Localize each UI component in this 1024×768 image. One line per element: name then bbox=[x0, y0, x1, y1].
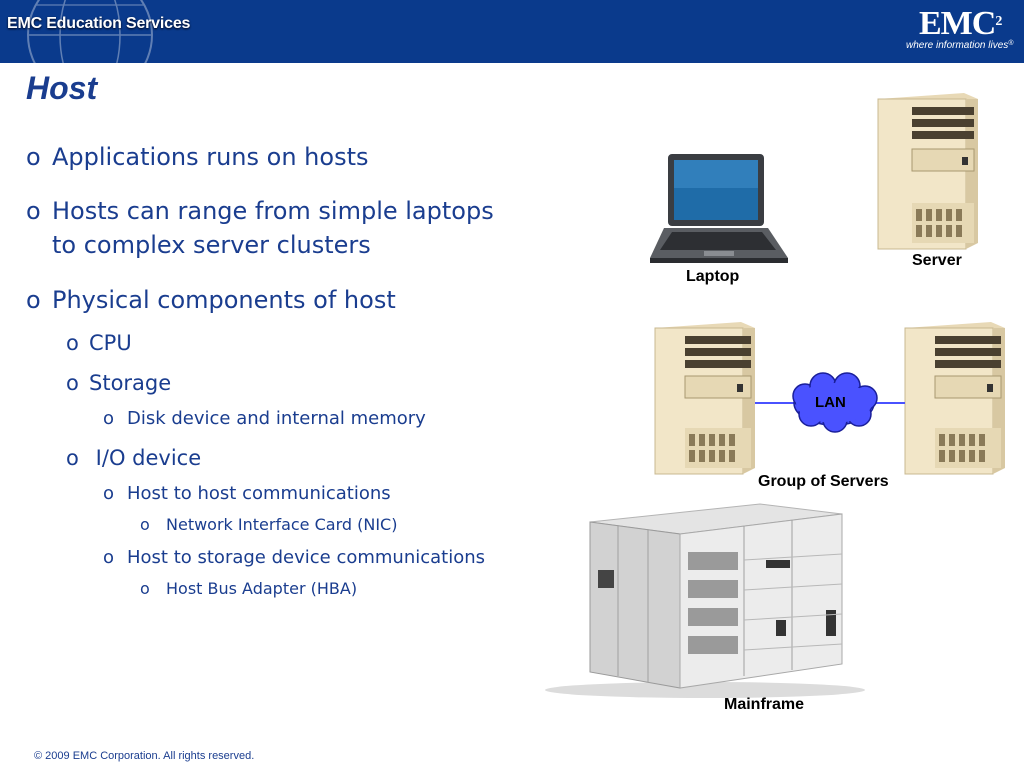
bullet-item: o I/O device bbox=[66, 444, 201, 472]
bullet-marker: o bbox=[103, 483, 115, 504]
lan-label: LAN bbox=[815, 394, 846, 411]
bullet-marker: o bbox=[66, 331, 79, 355]
bullet-marker: o bbox=[26, 286, 41, 314]
laptop-caption: Laptop bbox=[686, 268, 740, 285]
bullet-text: Network Interface Card (NIC) bbox=[166, 515, 398, 534]
logo-text: EMC bbox=[919, 5, 996, 42]
bullet-item: o Storage bbox=[66, 369, 171, 397]
bullet-marker: o bbox=[66, 446, 79, 470]
registered-mark: ® bbox=[1008, 40, 1014, 47]
bullet-item: o Host Bus Adapter (HBA) bbox=[140, 578, 357, 600]
header-bar: EMC Education Services EMC2 where inform… bbox=[0, 0, 1024, 63]
bullet-text: Applications runs on hosts bbox=[52, 143, 369, 171]
bullet-marker: o bbox=[140, 515, 150, 534]
bullet-item: o Physical components of host bbox=[26, 283, 396, 317]
mainframe-icon bbox=[545, 503, 865, 698]
server-caption: Server bbox=[912, 252, 962, 269]
bullet-marker: o bbox=[103, 408, 115, 429]
bullet-marker: o bbox=[26, 197, 41, 225]
logo-superscript: 2 bbox=[995, 14, 1002, 29]
bullet-text: Physical components of host bbox=[52, 286, 396, 314]
bullet-marker: o bbox=[66, 371, 79, 395]
server-icon bbox=[904, 322, 1005, 475]
bullet-text: Host Bus Adapter (HBA) bbox=[166, 579, 358, 598]
bullet-item: o Host to host communications bbox=[103, 482, 391, 506]
bullet-marker: o bbox=[103, 547, 115, 568]
tagline-text: where information lives bbox=[906, 40, 1009, 51]
slide-title: Host bbox=[26, 70, 98, 106]
bullet-item: o Disk device and internal memory bbox=[103, 407, 426, 431]
bullet-item: o CPU bbox=[66, 329, 132, 357]
globe-icon bbox=[27, 0, 153, 63]
bullet-marker: o bbox=[140, 579, 150, 598]
bullet-item: o Hosts can range from simple laptops to … bbox=[26, 194, 506, 262]
bullet-text: Disk device and internal memory bbox=[127, 408, 426, 429]
bullet-item: o Host to storage device communications bbox=[103, 546, 485, 570]
copyright-footer: © 2009 EMC Corporation. All rights reser… bbox=[34, 750, 255, 762]
bullet-item: o Applications runs on hosts bbox=[26, 140, 369, 174]
lan-connector bbox=[755, 372, 905, 433]
bullet-text: Storage bbox=[89, 371, 172, 395]
logo-tagline: where information lives® bbox=[906, 40, 1013, 51]
bullet-text: Host to host communications bbox=[127, 483, 391, 504]
server-icon bbox=[654, 322, 755, 475]
bullet-marker: o bbox=[26, 143, 41, 171]
group-of-servers-caption: Group of Servers bbox=[758, 473, 889, 490]
server-icon bbox=[877, 93, 978, 250]
bullet-text: Host to storage device communications bbox=[127, 547, 486, 568]
bullet-text: Hosts can range from simple laptops to c… bbox=[52, 197, 494, 259]
bullet-text: CPU bbox=[89, 331, 132, 355]
bullet-text: I/O device bbox=[89, 446, 202, 470]
education-services-label: EMC Education Services bbox=[7, 15, 191, 32]
emc-logo: EMC2 bbox=[919, 4, 1002, 44]
bullet-item: o Network Interface Card (NIC) bbox=[140, 514, 397, 536]
laptop-icon bbox=[650, 154, 788, 263]
mainframe-caption: Mainframe bbox=[724, 696, 805, 713]
